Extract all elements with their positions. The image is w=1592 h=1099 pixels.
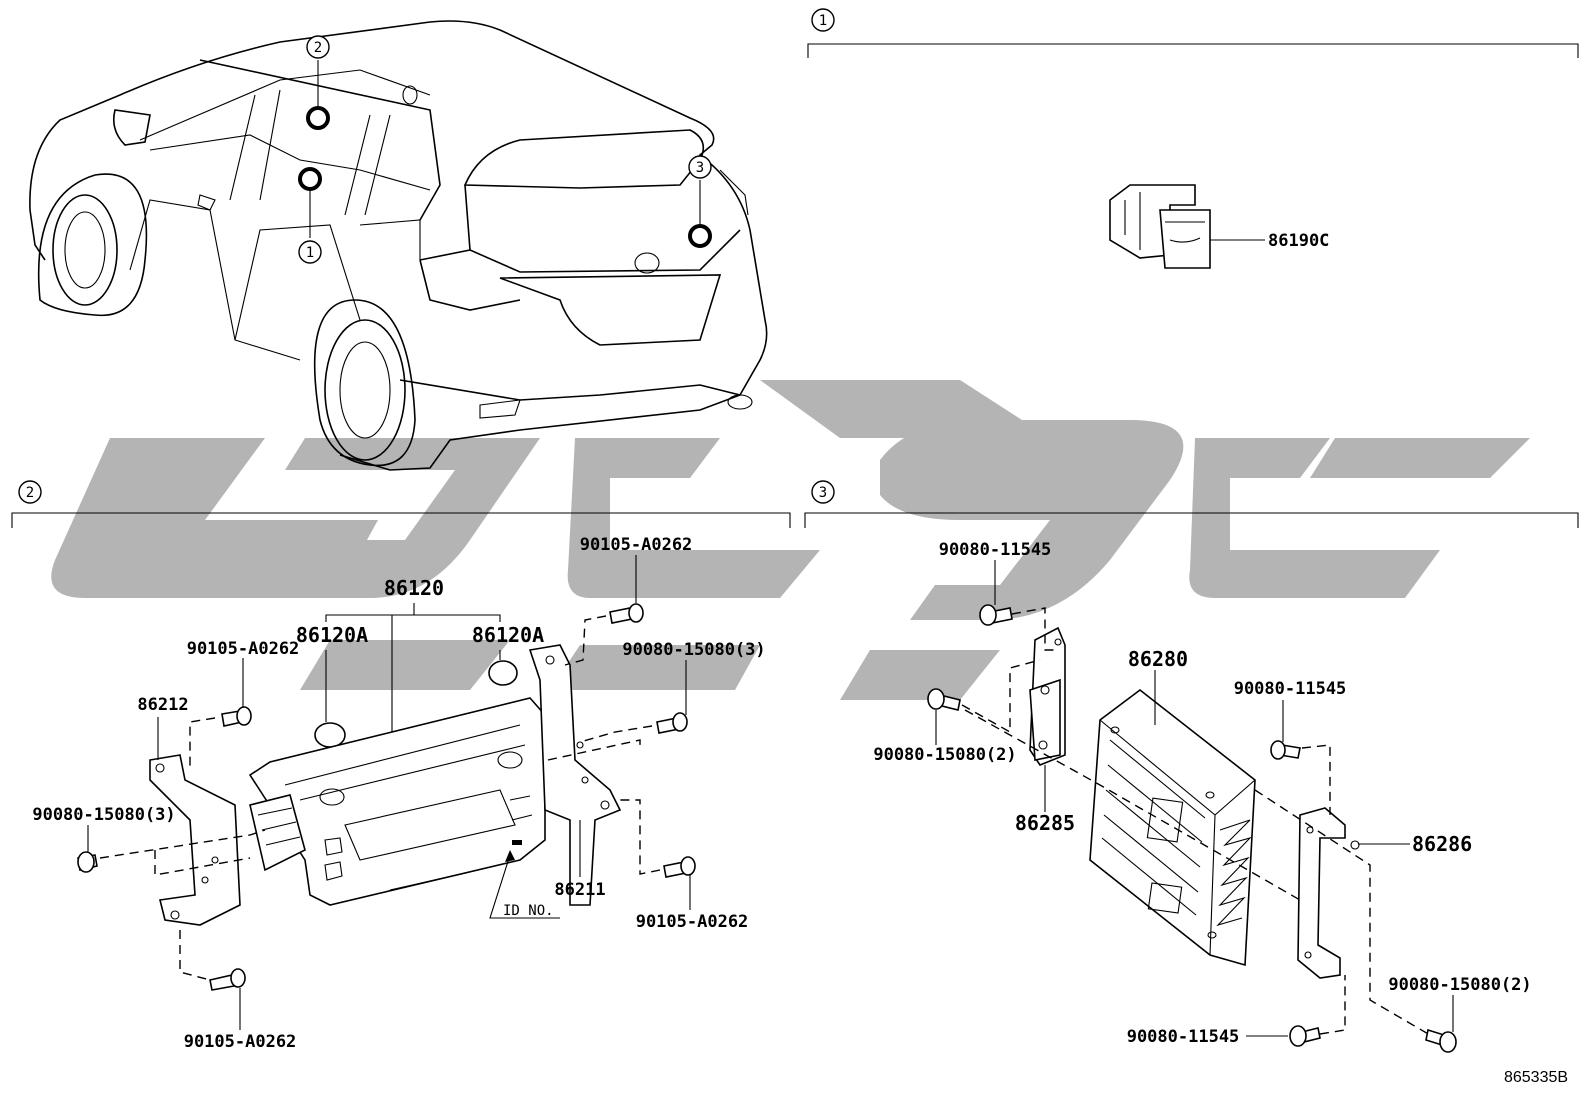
watermark-logo	[51, 380, 1530, 700]
label-90105-a0262-top: 90105-A0262	[580, 535, 693, 555]
switch-86190c: 86190C	[1109, 184, 1329, 269]
bolt-s3-top	[979, 604, 1013, 626]
diagram-code: 865335B	[1504, 1069, 1568, 1086]
bolt-left-bottom	[209, 968, 246, 991]
label-90105-a0262-left: 90105-A0262	[187, 639, 300, 659]
label-90080-11545-top: 90080-11545	[939, 540, 1052, 560]
label-86212: 86212	[137, 695, 188, 715]
overview-marker-3: 3	[696, 160, 704, 176]
label-86280: 86280	[1128, 647, 1188, 671]
section-2-header: 2	[11, 480, 791, 528]
label-86286: 86286	[1412, 832, 1472, 856]
label-86120a-left: 86120A	[296, 623, 368, 647]
bolt-right-bottom	[663, 856, 696, 878]
bolt-left-mid	[77, 851, 98, 873]
section-2-marker: 2	[26, 485, 34, 501]
label-90105-a0262-bottom: 90105-A0262	[184, 1032, 297, 1052]
label-90080-15080-2-right: 90080-15080(2)	[1388, 975, 1531, 995]
bolt-left-top	[221, 706, 252, 727]
section-3-marker: 3	[819, 485, 827, 501]
section-1-marker: 1	[819, 13, 827, 29]
label-86190c: 86190C	[1268, 231, 1329, 251]
overview-marker-1: 1	[306, 245, 314, 261]
label-90080-15080-3-left: 90080-15080(3)	[32, 805, 175, 825]
bolt-s3-bottom	[1289, 1025, 1321, 1047]
bolt-s3-right-bottom	[1425, 1028, 1457, 1053]
label-90105-a0262-right: 90105-A0262	[636, 912, 749, 932]
bolt-right-mid	[656, 712, 688, 734]
section-3-header: 3	[804, 480, 1579, 528]
label-90080-11545-right: 90080-11545	[1234, 679, 1347, 699]
label-86285: 86285	[1015, 811, 1075, 835]
label-id-no: ID NO.	[503, 903, 554, 919]
bolt-s3-left	[927, 688, 961, 711]
label-90080-11545-bottom: 90080-11545	[1127, 1027, 1240, 1047]
bolt-s3-right-top	[1270, 740, 1301, 760]
label-86120a-right: 86120A	[472, 623, 544, 647]
section-1-header: 1	[807, 8, 1579, 58]
label-90080-15080-3-right: 90080-15080(3)	[622, 640, 765, 660]
head-unit-assembly: 86120 86120A 86120A	[32, 535, 765, 1052]
amplifier-assembly: 90080-11545 90080-15080(2) 86280 86285 9…	[873, 540, 1532, 1053]
overview-marker-2: 2	[314, 40, 322, 56]
vehicle-overview: 2 1 3	[29, 20, 768, 471]
label-90080-15080-2-left: 90080-15080(2)	[873, 745, 1016, 765]
label-86211: 86211	[554, 880, 605, 900]
label-86120: 86120	[384, 576, 444, 600]
bolt-right-top	[609, 603, 644, 624]
